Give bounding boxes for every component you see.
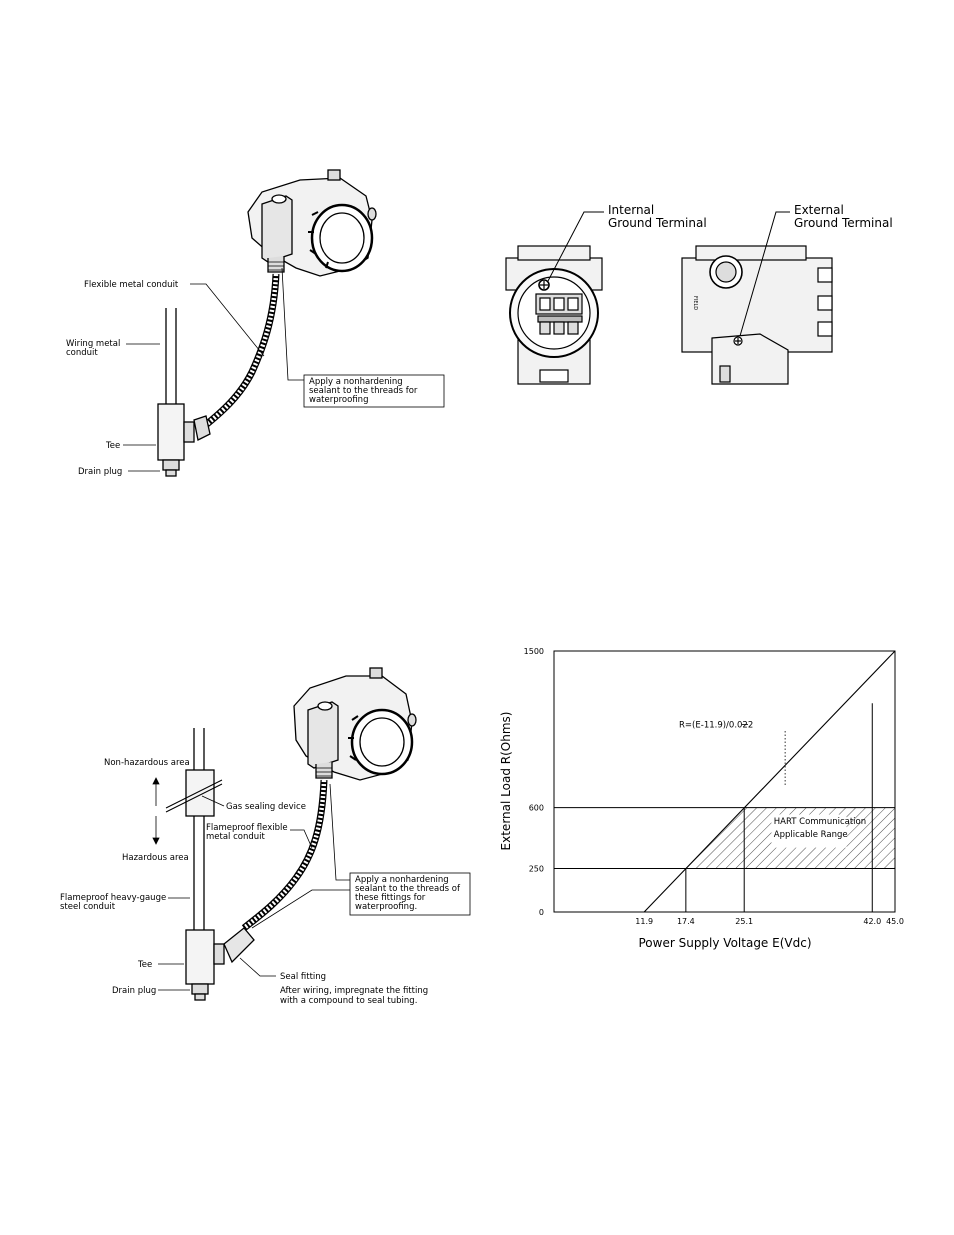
tee-label-1: Tee [105, 441, 120, 451]
drain-plug-2 [191, 983, 209, 995]
load-chart: 11.9 17.4 25.1 42.0 45.0 0 250 600 1500 R=(E-11.… [499, 647, 904, 950]
x-axis-label: Power Supply Voltage E(Vdc) [639, 936, 812, 950]
drain-plug-label-1: Drain plug [78, 467, 122, 477]
side-view-housing: FIELD [681, 245, 833, 385]
external-ground-label-line2: Ground Terminal [794, 216, 893, 230]
conduit-wiring-figure: Flexible metal conduit Wiring metal cond… [66, 169, 445, 477]
x-tick-label: 25.1 [735, 917, 753, 926]
drain-plug-label-2: Drain plug [112, 986, 156, 996]
flexible-conduit-1 [199, 273, 280, 431]
internal-ground-label-line2: Ground Terminal [608, 216, 707, 230]
heavy-gauge-label-line1: Flameproof heavy-gauge [60, 893, 166, 903]
sealant-note-box-1 [303, 374, 445, 408]
sealant-note-1-line3: waterproofing [309, 395, 368, 405]
gas-sealing-device-label: Gas sealing device [226, 802, 306, 812]
drain-plug-1 [162, 459, 180, 471]
sealant-note-2-line4: waterproofing. [355, 902, 417, 912]
x-tick-label: 17.4 [677, 917, 695, 926]
sealant-note-2-line1: Apply a nonhardening [355, 875, 449, 885]
tee-label-2: Tee [137, 960, 152, 970]
hazardous-area-label: Hazardous area [122, 853, 189, 863]
seal-fitting [223, 927, 255, 964]
ground-terminals-figure: FIELD Internal Ground Terminal External … [505, 203, 893, 385]
hart-region-label-line1: HART Communication [774, 817, 866, 827]
flameproof-wiring-figure: Non-hazardous area Gas sealing device Fl… [60, 667, 471, 1006]
y-tick-label: 0 [539, 908, 544, 917]
sealant-note-1-line1: Apply a nonhardening [309, 377, 403, 387]
y-axis-label: External Load R(Ohms) [499, 712, 513, 851]
transmitter-housing-2 [293, 667, 417, 781]
front-view-housing [505, 245, 603, 385]
tee-fitting-1 [157, 403, 185, 461]
flameproof-flexible-label-line1: Flameproof flexible [206, 823, 288, 833]
non-hazardous-area-label: Non-hazardous area [104, 758, 190, 768]
sealant-note-box-2 [349, 872, 471, 916]
x-tick-label: 42.0 [863, 917, 881, 926]
formula-label: R=(E-11.9)/0.022 [679, 721, 753, 731]
sealant-note-1-line2: sealant to the threads for [309, 386, 418, 396]
seal-note-line1: After wiring, impregnate the fitting [280, 986, 428, 996]
heavy-gauge-label-line2: steel conduit [60, 902, 116, 912]
y-tick-label: 250 [529, 865, 544, 874]
y-tick-label: 1500 [524, 647, 544, 656]
plot-frame [553, 650, 896, 913]
seal-note-line2: with a compound to seal tubing. [280, 996, 417, 1006]
transmitter-housing-1 [247, 169, 377, 277]
load-line [643, 651, 895, 912]
gas-sealing-device [185, 769, 215, 817]
flameproof-flexible-label-line2: metal conduit [206, 832, 266, 842]
x-tick-label: 45.0 [886, 917, 904, 926]
wiring-conduit-label-line2: conduit [66, 348, 98, 358]
external-ground-label-line1: External [794, 203, 844, 217]
svg-text:FIELD: FIELD [692, 296, 698, 310]
wiring-conduit-label-line1: Wiring metal [66, 339, 120, 349]
tee-fitting-2 [185, 929, 215, 985]
internal-ground-label-line1: Internal [608, 203, 654, 217]
sealant-note-2-line3: these fittings for [355, 893, 426, 903]
x-tick-label: 11.9 [635, 917, 653, 926]
flexible-conduit-label: Flexible metal conduit [84, 280, 179, 290]
hart-region-label-line2: Applicable Range [774, 830, 848, 840]
y-tick-label: 600 [529, 804, 544, 813]
seal-fitting-label: Seal fitting [280, 972, 326, 982]
hart-region-label-bg [771, 814, 847, 848]
sealant-note-2-line2: sealant to the threads of [355, 884, 461, 894]
